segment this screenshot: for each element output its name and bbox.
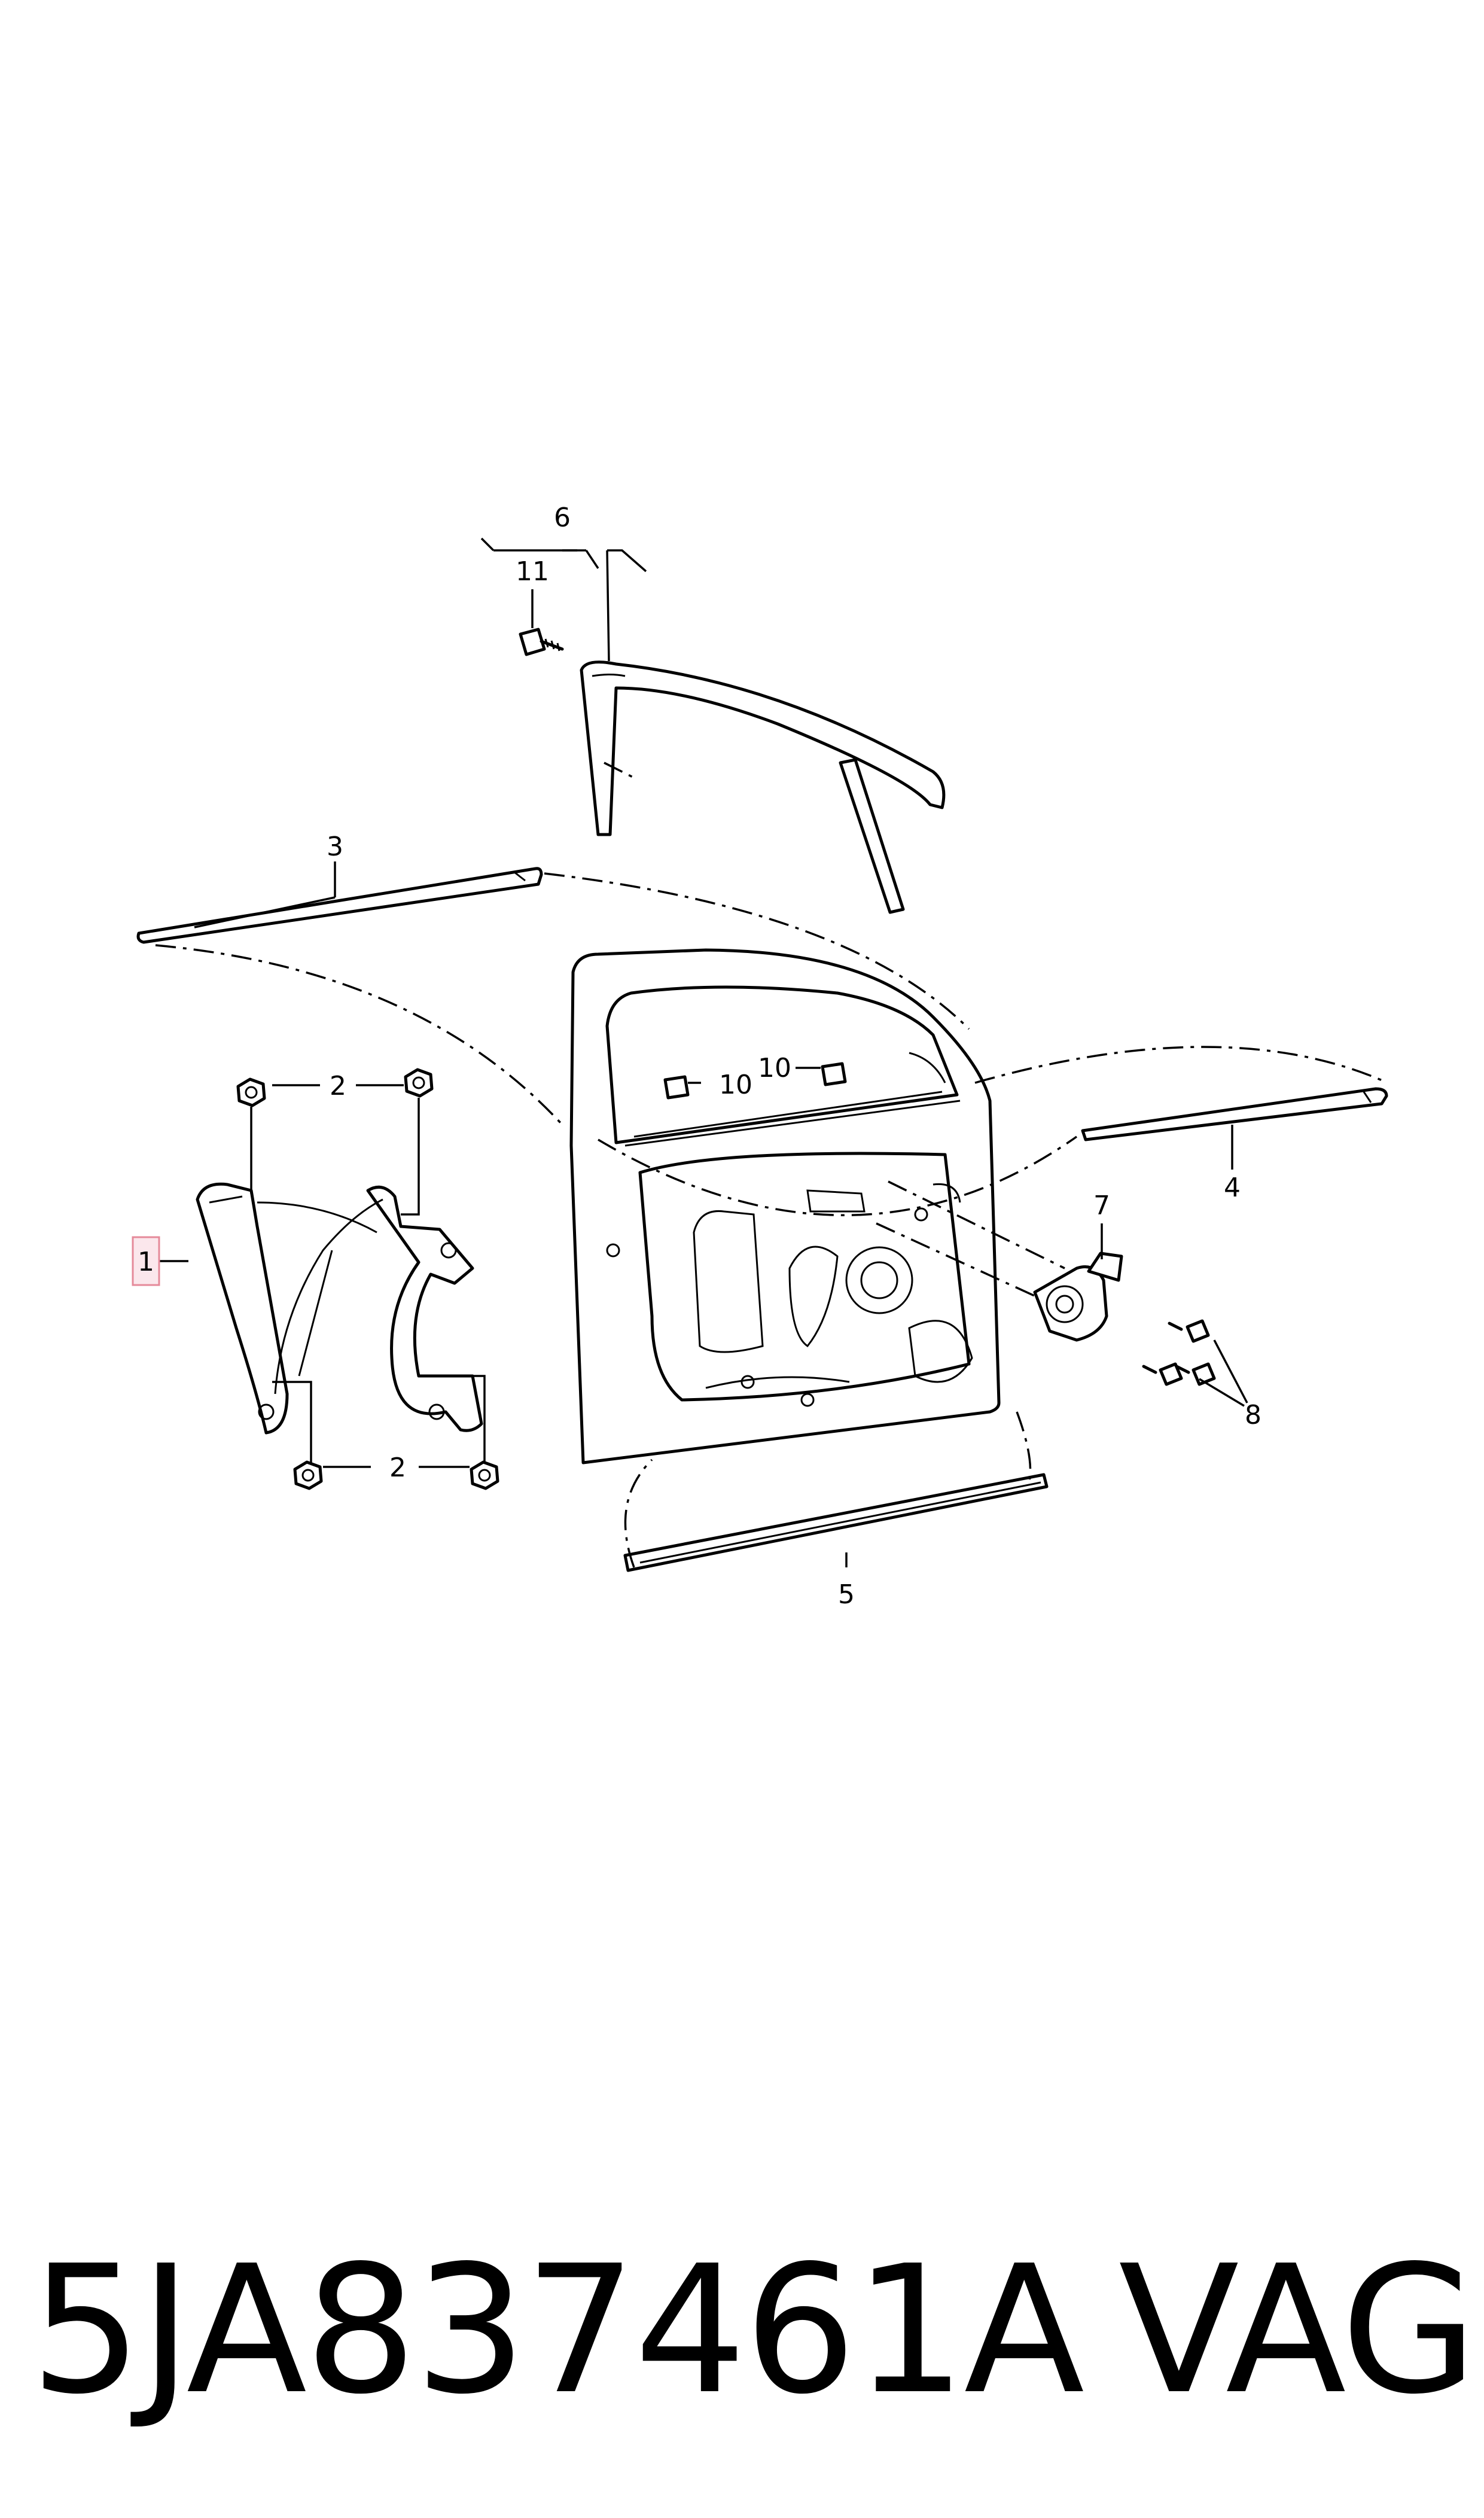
callout-1-highlight [132, 1236, 160, 1286]
lower-sill-seal [623, 1473, 1049, 1572]
leader-lines [159, 537, 1248, 1567]
callout-4: 4 [1224, 1173, 1241, 1203]
callout-1: 1 [138, 1247, 154, 1277]
brand-name: VAG [1119, 2227, 1477, 2433]
callout-7: 7 [1093, 1191, 1110, 1221]
screw-icon [1168, 1319, 1210, 1343]
part-number: 5JA837461A [30, 2227, 1084, 2433]
callout-11: 11 [516, 556, 549, 587]
alignment-guides [155, 762, 1388, 1568]
nut-icon [236, 1077, 266, 1107]
nut-icon [293, 1460, 323, 1490]
nut-icon [470, 1460, 499, 1490]
screw-icon [1175, 1362, 1216, 1386]
exploded-parts-diagram: 6 11 3 2 10 10 7 4 8 2 5 1 [132, 503, 1388, 1610]
callout-labels: 6 11 3 2 10 10 7 4 8 2 5 1 [132, 503, 1261, 1610]
outer-seal-strip [136, 867, 543, 944]
callout-5: 5 [838, 1579, 855, 1610]
window-frame-part [580, 660, 946, 914]
callout-10-right: 10 [758, 1053, 791, 1083]
window-regulator [196, 1182, 483, 1435]
callout-2-bottom: 2 [389, 1453, 406, 1483]
clip-icon [663, 1075, 690, 1100]
screw-icon [1142, 1362, 1183, 1386]
callout-10-left: 10 [719, 1070, 752, 1100]
callout-6: 6 [554, 503, 571, 533]
inner-seal-strip [1081, 1087, 1388, 1141]
callout-8: 8 [1245, 1400, 1261, 1430]
door-body [569, 948, 1001, 1464]
footer-caption: 5JA837461A VAG [30, 2231, 1477, 2429]
screw-icon [519, 628, 564, 656]
callout-3: 3 [327, 832, 343, 862]
clip-icon [821, 1062, 847, 1086]
nut-icon [404, 1068, 434, 1098]
callout-2-top: 2 [330, 1071, 346, 1101]
window-motor [1033, 1252, 1123, 1342]
